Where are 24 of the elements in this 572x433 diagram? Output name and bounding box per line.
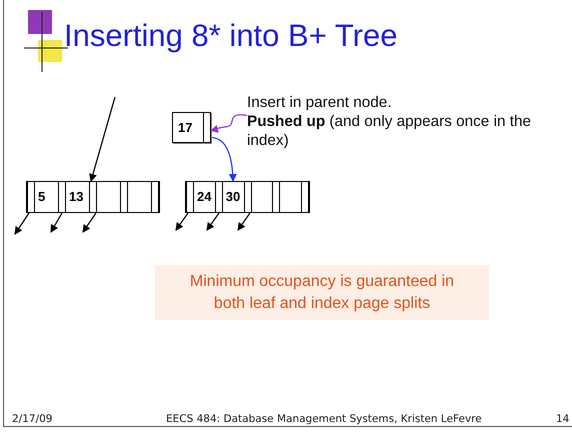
key-value: 13: [69, 189, 84, 204]
annotation-text: Pushed up (and only appears once in the index): [247, 112, 532, 150]
slide-title: Inserting 8* into B+ Tree: [64, 18, 398, 54]
arrow: [82, 212, 96, 233]
key-value: 24: [197, 189, 212, 204]
arrow: [206, 212, 220, 231]
arrow: [210, 114, 248, 133]
annotation-text: Insert in parent node.: [247, 93, 393, 112]
key-value: 5: [38, 189, 46, 204]
index-node: [172, 112, 211, 143]
callout-box: Minimum occupancy is guaranteed in both leaf and index page splits: [155, 265, 489, 320]
footer-text: EECS 484: Database Management Systems, Kristen LeFevre: [166, 413, 482, 425]
key-value: 30: [226, 189, 240, 204]
arrow: [210, 136, 237, 182]
footer-text: 2/17/09: [12, 413, 52, 425]
arrow: [50, 212, 63, 233]
key-value: 17: [177, 119, 194, 137]
footer-text: 14: [556, 413, 570, 425]
arrow: [175, 212, 188, 231]
arrow: [14, 212, 30, 235]
leaf-page: [26, 181, 160, 213]
leaf-page: [185, 181, 310, 213]
arrow: [89, 96, 116, 182]
arrow: [237, 212, 250, 231]
